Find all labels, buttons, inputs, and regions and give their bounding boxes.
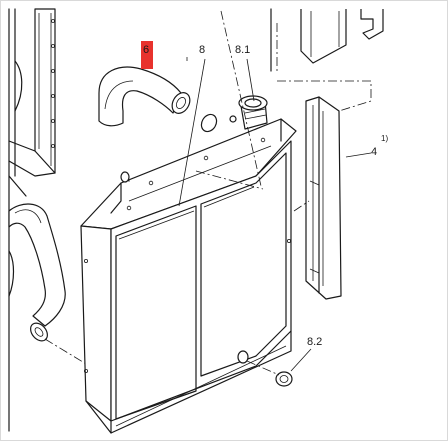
side-bracket: [293, 96, 342, 300]
label-8: 8: [199, 44, 205, 56]
highlight-marker: [141, 41, 153, 69]
filler-cap: [229, 95, 268, 130]
assembly-lines: [195, 10, 278, 190]
label-4: 4: [371, 146, 377, 158]
top-right-parts: [270, 8, 384, 112]
leader-lines: [178, 57, 372, 372]
drain-plug: [246, 360, 293, 387]
left-panel: [8, 8, 56, 432]
label-8-2: 8.2: [307, 336, 322, 348]
label-8-1: 8.1: [235, 44, 250, 56]
callout-highlighted-6: 6: [141, 41, 153, 69]
radiator: [80, 113, 297, 434]
upper-hose: [98, 66, 191, 127]
footnote-marker: 1): [381, 134, 388, 143]
label-6: 6: [143, 44, 149, 56]
